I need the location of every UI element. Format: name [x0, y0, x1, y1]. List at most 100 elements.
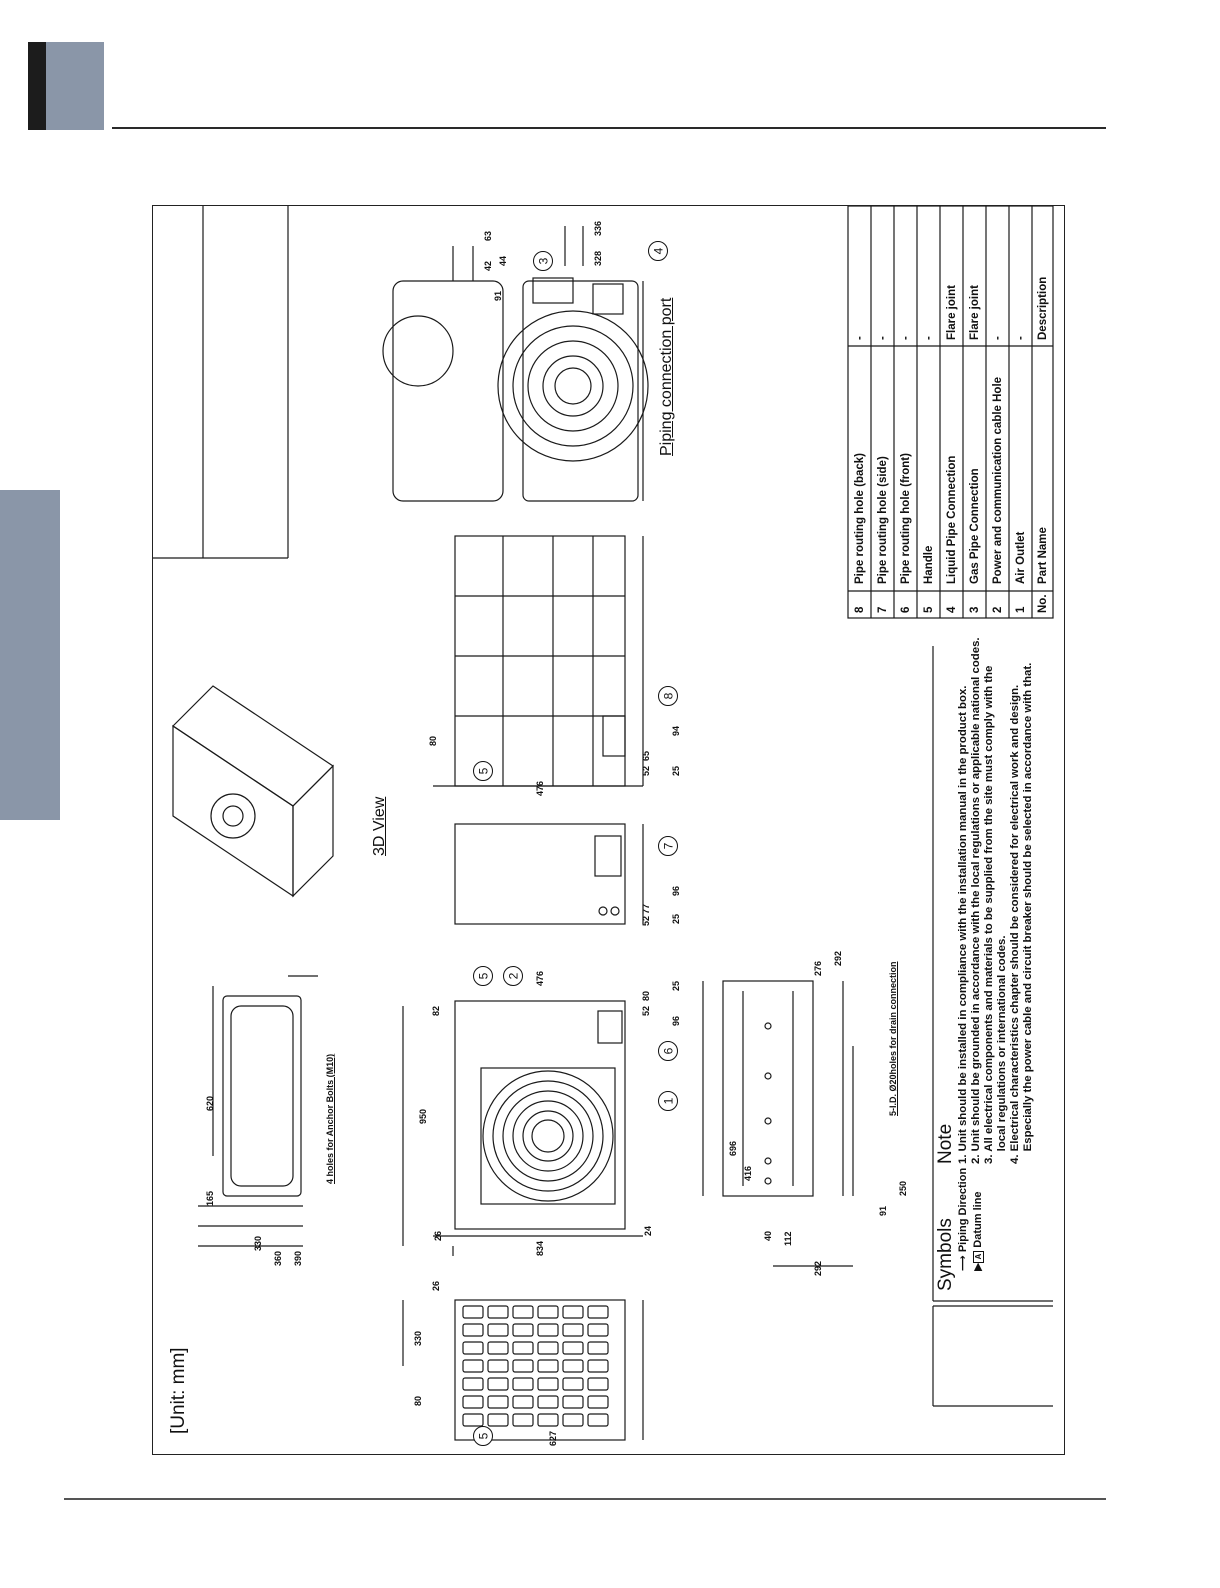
dim-sider-77: 77	[641, 903, 651, 914]
dim-top-165: 165	[205, 1190, 215, 1206]
dim-top-360: 360	[273, 1250, 283, 1266]
table-row-2-no: 2	[992, 606, 1004, 613]
callout-5-back: 5	[473, 761, 493, 781]
dim-top-330: 330	[253, 1235, 263, 1251]
dim-front-24: 24	[643, 1225, 653, 1236]
side-chapter-tab	[0, 490, 60, 820]
dim-pipe-328: 328	[593, 250, 603, 266]
dim-back-94: 94	[671, 725, 681, 736]
dim-front-834: 834	[535, 1240, 545, 1256]
drain-label: 5-I.D. Ø20holes for drain connection	[888, 961, 898, 1116]
table-header-description: Description	[1037, 276, 1049, 340]
table-row-2-desc: -	[992, 336, 1004, 340]
dim-side-26: 26	[431, 1280, 441, 1291]
dim-back-65: 65	[641, 750, 651, 761]
dim-side-330: 330	[413, 1330, 423, 1346]
table-row-4-no: 4	[946, 606, 958, 613]
callout-8: 8	[658, 686, 678, 706]
piping-direction-text: Piping Direction	[957, 1167, 969, 1253]
table-row-1-desc: -	[1015, 336, 1027, 340]
table-row-3-name: Gas Pipe Connection	[969, 468, 981, 584]
table-row-7-no: 7	[877, 606, 889, 613]
callout-3: 3	[533, 251, 553, 271]
dim-back-52: 52	[641, 765, 651, 776]
dim-back-80: 80	[428, 735, 438, 746]
dim-side-627: 627	[548, 1430, 558, 1446]
dim-base-40: 40	[763, 1230, 773, 1241]
callout-2: 2	[503, 966, 523, 986]
dim-pipe-42: 42	[483, 260, 493, 271]
header-rule	[112, 127, 1106, 129]
piping-direction-label: ⟶ Piping Direction	[956, 1168, 969, 1271]
callout-5-side: 5	[473, 1426, 493, 1446]
callout-1: 1	[658, 1091, 678, 1111]
dim-base-112: 112	[783, 1231, 793, 1246]
dim-base-292-b: 292	[833, 950, 843, 966]
table-row-8-no: 8	[854, 606, 866, 613]
datum-line-text: Datum line	[972, 1191, 984, 1248]
dim-front-25: 25	[671, 980, 681, 991]
dim-top-390: 390	[293, 1250, 303, 1266]
dim-pipe-44: 44	[498, 255, 508, 266]
table-row-6-desc: -	[900, 336, 912, 340]
drawing-frame: [Unit: mm] 3D View Piping connection por…	[152, 205, 1065, 1455]
table-row-2-name: Power and communication cable Hole	[992, 376, 1004, 584]
dim-sider-96: 96	[671, 885, 681, 896]
table-row-8-desc: -	[854, 336, 866, 340]
piping-port-label: Piping connection port	[658, 297, 675, 456]
table-row-1-name: Air Outlet	[1015, 531, 1027, 584]
dim-base-696: 696	[728, 1140, 738, 1156]
table-row-7-name: Pipe routing hole (side)	[877, 456, 889, 584]
table-row-6-no: 6	[900, 606, 912, 613]
dim-pipe-91: 91	[493, 290, 503, 301]
drawing-linework	[153, 206, 1054, 1441]
table-row-8-name: Pipe routing hole (back)	[854, 453, 866, 584]
callout-6: 6	[658, 1041, 678, 1061]
view-3d-label: 3D View	[371, 796, 388, 856]
symbols-title: Symbols	[935, 1218, 956, 1291]
dim-base-276: 276	[813, 960, 823, 976]
table-row-3-no: 3	[969, 606, 981, 613]
dim-back-476: 476	[535, 780, 545, 796]
dim-base-91: 91	[878, 1205, 888, 1216]
dim-back-25: 25	[671, 765, 681, 776]
table-row-4-name: Liquid Pipe Connection	[946, 455, 958, 584]
footer-rule	[64, 1498, 1106, 1500]
dim-base-250: 250	[898, 1180, 908, 1196]
dim-base-292-a: 292	[813, 1260, 823, 1276]
unit-label: [Unit: mm]	[168, 1347, 189, 1434]
dim-front-96: 96	[671, 1015, 681, 1026]
chapter-mark-grey	[46, 42, 104, 130]
note-line-2: 2. Unit should be grounded in accordance…	[970, 637, 982, 1164]
note-line-3: 3. All electrical components and materia…	[983, 665, 995, 1164]
table-row-7-desc: -	[877, 336, 889, 340]
dim-front-82: 82	[431, 1005, 441, 1016]
datum-letter-box: A	[973, 1250, 984, 1263]
dim-sider-25: 25	[671, 913, 681, 924]
table-row-5-desc: -	[923, 336, 935, 340]
note-line-5: 4. Electrical characteristics chapter sh…	[1009, 684, 1021, 1164]
dim-front-476: 476	[535, 970, 545, 986]
dim-front-80: 80	[641, 990, 651, 1001]
dim-pipe-336: 336	[593, 220, 603, 236]
piping-direction-arrow-icon: ⟶	[957, 1255, 969, 1271]
note-line-4: local regulations or international codes…	[996, 935, 1008, 1164]
callout-5-front: 5	[473, 966, 493, 986]
dim-sider-52: 52	[641, 915, 651, 926]
table-row-3-desc: Flare joint	[969, 285, 981, 340]
table-row-6-name: Pipe routing hole (front)	[900, 453, 912, 584]
note-line-1: 1. Unit should be installed in complianc…	[957, 685, 969, 1164]
dim-side-80: 80	[413, 1395, 423, 1406]
table-row-4-desc: Flare joint	[946, 285, 958, 340]
table-header-part-name: Part Name	[1037, 527, 1049, 584]
dim-pipe-63: 63	[483, 230, 493, 241]
dim-front-26: 26	[433, 1230, 443, 1241]
table-header-no: No.	[1037, 594, 1049, 613]
datum-line-label: ▶A Datum line	[971, 1191, 984, 1271]
datum-triangle-icon: ▶	[972, 1262, 984, 1271]
callout-7: 7	[658, 836, 678, 856]
note-title: Note	[935, 1123, 956, 1164]
table-row-1-no: 1	[1015, 606, 1027, 613]
anchor-bolts-label: 4 holes for Anchor Bolts (M10)	[325, 1053, 335, 1184]
table-row-5-no: 5	[923, 606, 935, 613]
